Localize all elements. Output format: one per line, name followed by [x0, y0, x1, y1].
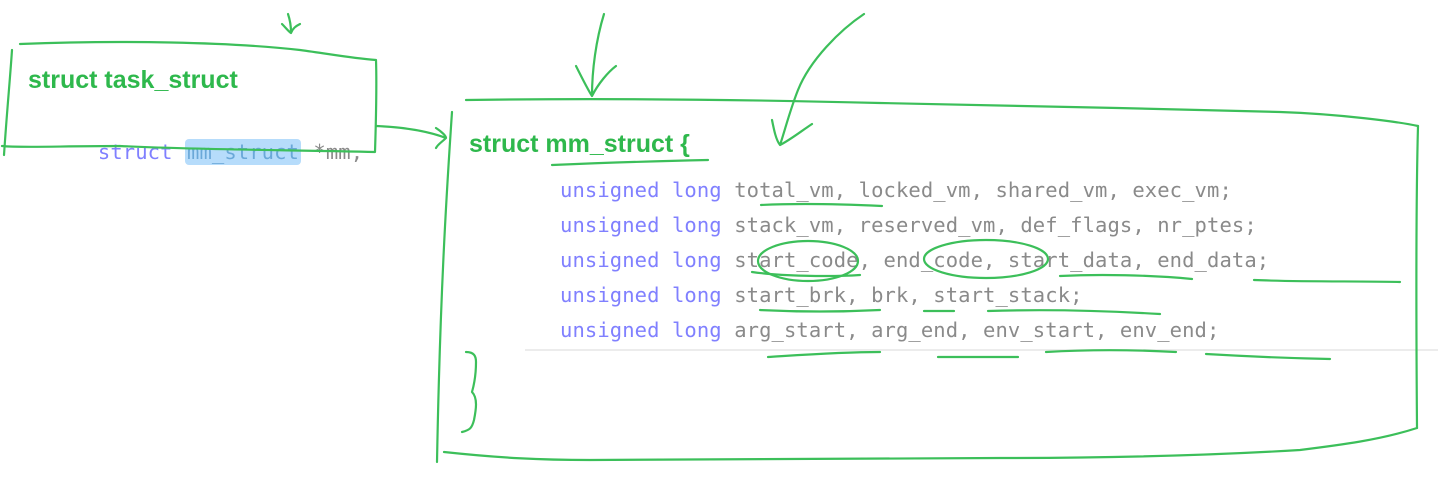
editor-line-divider [525, 349, 1438, 351]
mm-field-row: unsigned long total_vm, locked_vm, share… [560, 178, 1232, 202]
mm-struct-title: struct mm_struct { [469, 130, 690, 158]
small-down-arrow-icon [280, 12, 302, 35]
field-list: start_code, end_code, start_data, end_da… [734, 248, 1270, 272]
mm-struct-selection[interactable]: mm_struct [185, 139, 301, 165]
type-keyword: unsigned long [560, 248, 722, 272]
down-arrow-icon [574, 12, 618, 98]
task-struct-box-left-edge [2, 48, 14, 157]
type-keyword: unsigned long [560, 283, 722, 307]
field-list: total_vm, locked_vm, shared_vm, exec_vm; [734, 178, 1232, 202]
underline-start_stack [986, 309, 1162, 316]
underline-arg_start [766, 350, 882, 359]
mm-pointer: *mm, [300, 140, 364, 164]
mm-struct-box-bottom [442, 426, 1419, 462]
type-keyword: unsigned long [560, 178, 722, 202]
field-list: arg_start, arg_end, env_start, env_end; [734, 318, 1220, 342]
mm-field-row: unsigned long arg_start, arg_end, env_st… [560, 318, 1219, 342]
mm-struct-box-top [464, 98, 1420, 128]
task-struct-title: struct task_struct [28, 66, 238, 94]
mm-field-row: unsigned long start_code, end_code, star… [560, 248, 1269, 272]
underline-total_vm [759, 202, 884, 208]
closing-brace-icon [460, 350, 478, 434]
underline-env_end [1204, 352, 1332, 361]
type-keyword: unsigned long [560, 213, 722, 237]
mm-field-row: unsigned long start_brk, brk, start_stac… [560, 283, 1083, 307]
type-keyword: unsigned long [560, 318, 722, 342]
mm-field-row: unsigned long stack_vm, reserved_vm, def… [560, 213, 1257, 237]
underline-start_data [1058, 273, 1194, 281]
underline-mm-struct [550, 158, 710, 167]
field-list: start_brk, brk, start_stack; [734, 283, 1083, 307]
struct-keyword: struct [97, 140, 173, 164]
underline-start_brk [758, 308, 882, 313]
mm-struct-box-left [435, 110, 454, 464]
task-struct-mm-member: struct mm_struct *mm, [73, 116, 364, 165]
field-list: stack_vm, reserved_vm, def_flags, nr_pte… [734, 213, 1257, 237]
curved-down-arrow-icon [770, 12, 866, 147]
underline-start_code [750, 270, 862, 278]
underline-end_data [1252, 278, 1402, 284]
mm-struct-box-right [1415, 124, 1420, 430]
pointer-arrow-icon [374, 124, 448, 150]
